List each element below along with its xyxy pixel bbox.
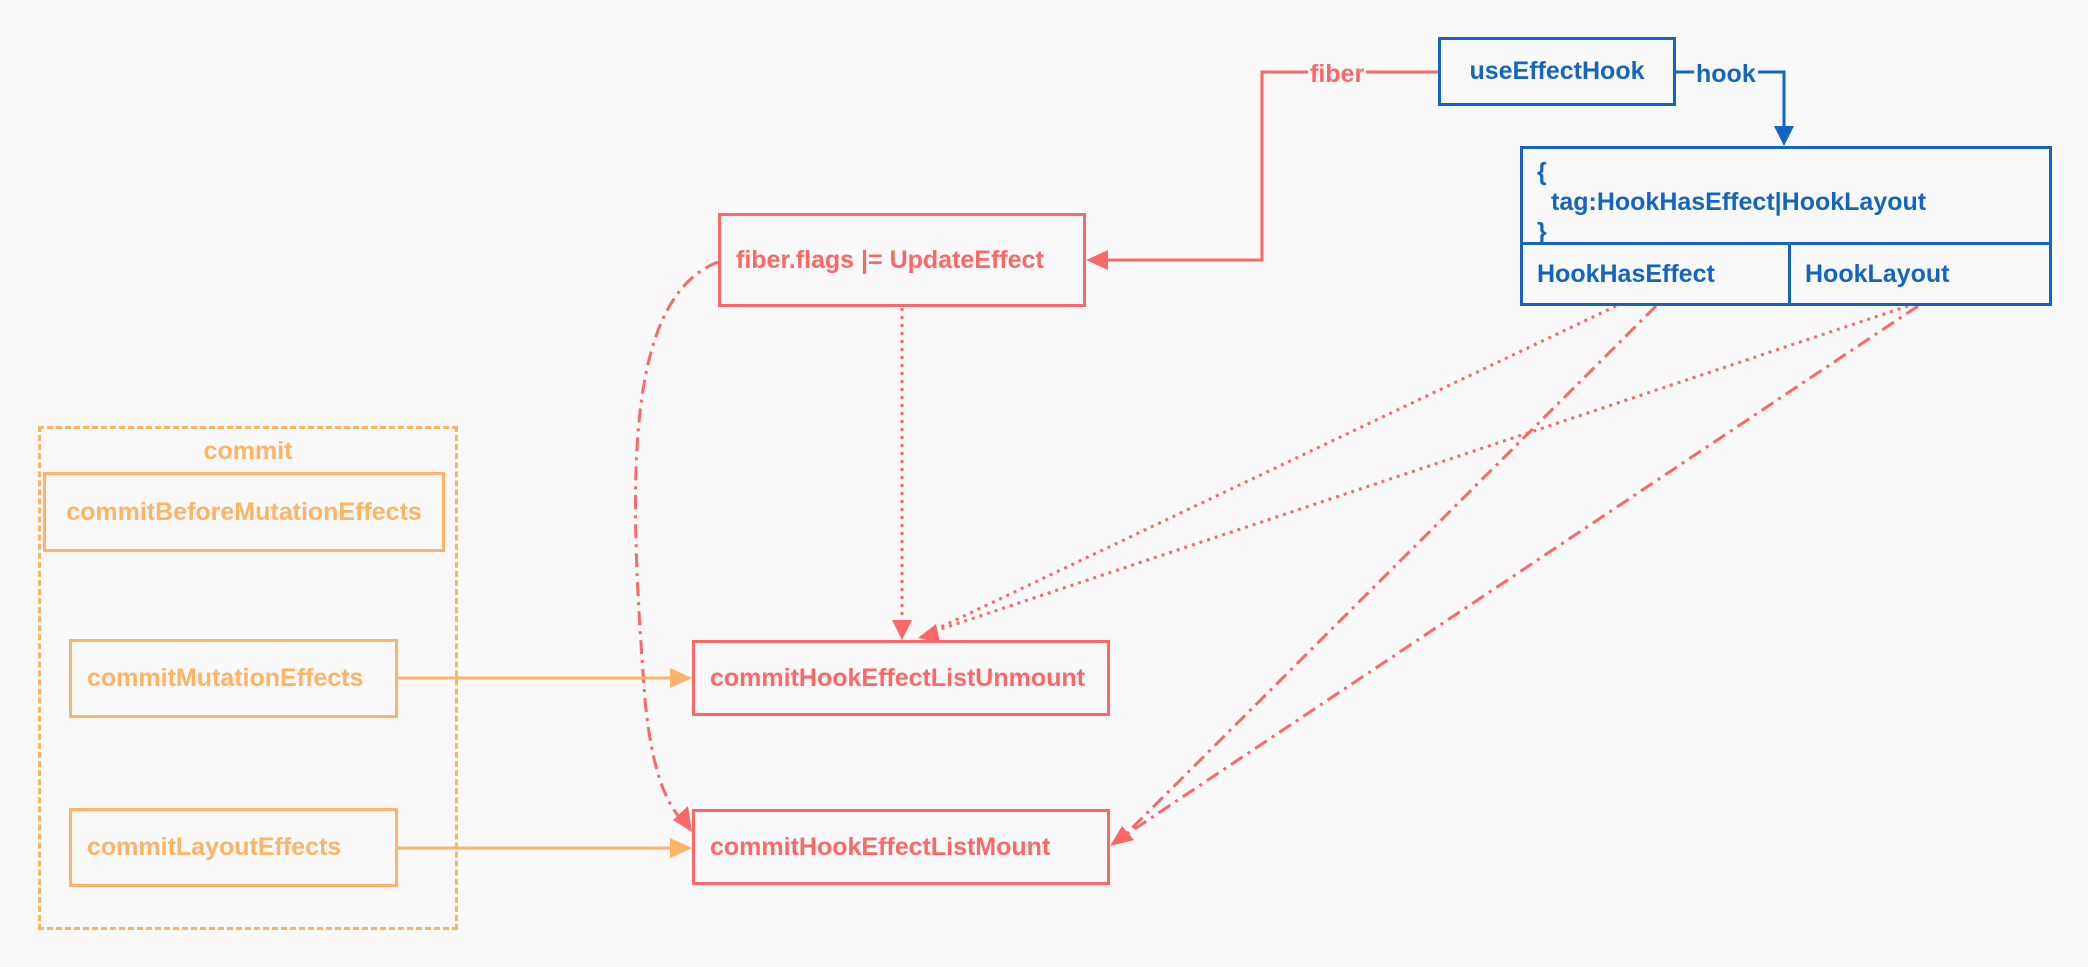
node-use-effect-hook[interactable]: useEffectHook bbox=[1438, 37, 1676, 106]
edge-hooklayout-to-unmount bbox=[925, 304, 1909, 636]
edge-layout-to-mount-arrowhead bbox=[670, 838, 692, 858]
edge-label-hook: hook bbox=[1694, 60, 1758, 88]
hook-object-open-brace: { bbox=[1537, 158, 1547, 186]
commit-group-title: commit bbox=[203, 437, 293, 465]
hook-object-cell-hooklayout-label: HookLayout bbox=[1805, 259, 1950, 288]
edge-effects-to-mount-arrowhead bbox=[1110, 826, 1134, 846]
edge-hooklayout-to-mount bbox=[1123, 304, 1919, 838]
node-fiber-flags[interactable]: fiber.flags |= UpdateEffect bbox=[718, 213, 1086, 307]
hook-object-body: { tag:HookHasEffect|HookLayout } bbox=[1523, 149, 2049, 246]
hook-object-cell-hookhaseffect[interactable]: HookHasEffect bbox=[1523, 245, 1791, 303]
node-commit-before-mutation-effects-label: commitBeforeMutationEffects bbox=[66, 497, 422, 526]
node-commit-before-mutation-effects[interactable]: commitBeforeMutationEffects bbox=[43, 472, 445, 552]
edge-fiber bbox=[1108, 70, 1438, 262]
edge-hook-arrowhead bbox=[1774, 126, 1794, 146]
edge-flags-to-mount-arrowhead bbox=[673, 806, 692, 832]
node-commit-hook-effect-list-unmount[interactable]: commitHookEffectListUnmount bbox=[692, 640, 1110, 716]
edge-mutation-to-unmount-arrowhead bbox=[670, 668, 692, 688]
node-commit-mutation-effects-label: commitMutationEffects bbox=[87, 664, 364, 692]
hook-object-flags-row: HookHasEffect HookLayout bbox=[1523, 245, 2049, 303]
node-commit-hook-effect-list-unmount-label: commitHookEffectListUnmount bbox=[710, 663, 1085, 692]
edge-hookhaseffect-to-mount bbox=[1122, 304, 1658, 838]
edge-effects-to-unmount-arrowhead bbox=[918, 624, 940, 642]
node-hook-object[interactable]: { tag:HookHasEffect|HookLayout } HookHas… bbox=[1520, 146, 2052, 306]
edge-flags-to-unmount-arrowhead bbox=[892, 620, 912, 640]
hook-object-cell-hooklayout[interactable]: HookLayout bbox=[1791, 245, 2049, 303]
node-commit-hook-effect-list-mount-label: commitHookEffectListMount bbox=[710, 832, 1051, 861]
edge-flags-to-mount bbox=[633, 260, 719, 819]
node-commit-hook-effect-list-mount[interactable]: commitHookEffectListMount bbox=[692, 809, 1110, 885]
hook-object-close-brace: } bbox=[1537, 218, 1547, 246]
edge-label-fiber: fiber bbox=[1308, 60, 1367, 88]
hook-object-cell-hookhaseffect-label: HookHasEffect bbox=[1537, 259, 1715, 288]
node-commit-layout-effects-label: commitLayoutEffects bbox=[87, 833, 342, 861]
node-use-effect-hook-label: useEffectHook bbox=[1469, 57, 1645, 85]
node-commit-layout-effects[interactable]: commitLayoutEffects bbox=[69, 808, 398, 887]
node-commit-mutation-effects[interactable]: commitMutationEffects bbox=[69, 639, 398, 718]
hook-object-tag: tag:HookHasEffect|HookLayout bbox=[1551, 188, 1927, 216]
commit-group: commit bbox=[38, 426, 458, 930]
edge-hookhaseffect-to-unmount bbox=[925, 304, 1617, 636]
node-fiber-flags-label: fiber.flags |= UpdateEffect bbox=[736, 245, 1044, 274]
edge-fiber-arrowhead bbox=[1086, 250, 1108, 270]
